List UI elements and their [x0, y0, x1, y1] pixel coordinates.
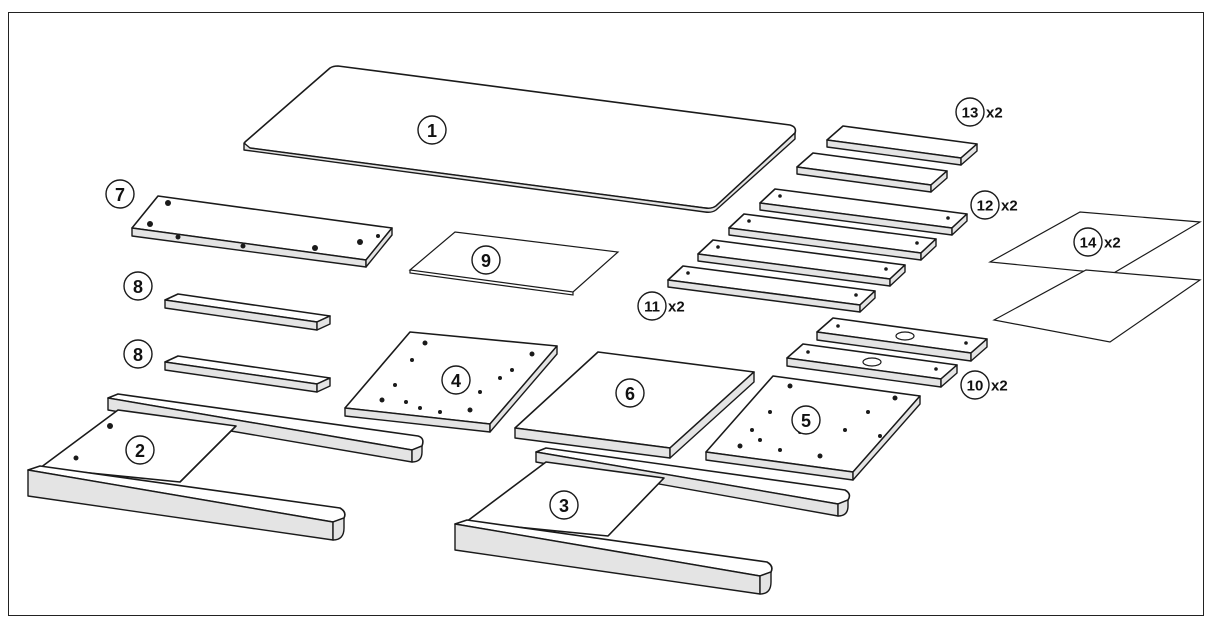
callout-2: 2 [125, 435, 155, 465]
part-12-slat-a [759, 188, 968, 236]
callout-10: 10 x2 [960, 370, 1008, 400]
callout-5: 5 [791, 405, 821, 435]
svg-text:11: 11 [644, 299, 660, 316]
svg-text:1: 1 [427, 121, 437, 141]
callout-1: 1 [417, 115, 447, 145]
part-12-slat-b [728, 213, 937, 261]
svg-text:10: 10 [967, 378, 984, 395]
callout-6: 6 [615, 378, 645, 408]
svg-text:12: 12 [977, 198, 994, 215]
callout-9: 9 [471, 245, 501, 275]
svg-text:x2: x2 [1001, 198, 1018, 215]
svg-text:2: 2 [135, 441, 145, 461]
part-11-slat-a [697, 239, 906, 287]
callout-13: 13 x2 [955, 97, 1003, 127]
callout-7: 7 [105, 179, 135, 209]
svg-text:6: 6 [625, 384, 635, 404]
svg-text:x2: x2 [668, 299, 685, 316]
callout-3: 3 [549, 490, 579, 520]
svg-text:3: 3 [559, 496, 569, 516]
callout-8-lower: 8 [123, 339, 153, 369]
part-13-board-a [826, 125, 978, 166]
callout-14: 14 x2 [1073, 227, 1121, 257]
svg-text:4: 4 [451, 371, 461, 391]
part-14-sheet-b [992, 269, 1202, 343]
svg-text:9: 9 [481, 251, 491, 271]
part-8-bar-lower [164, 355, 331, 393]
svg-text:x2: x2 [991, 378, 1008, 395]
svg-text:13: 13 [962, 105, 979, 122]
callout-12: 12 x2 [970, 190, 1018, 220]
part-8-bar-upper [164, 293, 331, 331]
callout-11: 11 x2 [637, 291, 685, 321]
part-10-slat-b [786, 343, 958, 388]
svg-text:x2: x2 [986, 105, 1003, 122]
part-1-tabletop [243, 65, 797, 213]
part-13-board-b [796, 152, 948, 193]
callout-8-upper: 8 [123, 271, 153, 301]
svg-text:5: 5 [801, 411, 811, 431]
svg-text:8: 8 [133, 277, 143, 297]
svg-text:14: 14 [1080, 235, 1097, 252]
part-10-slat-a [816, 317, 988, 362]
part-7-rail [131, 195, 393, 268]
svg-text:x2: x2 [1104, 235, 1121, 252]
part-11-slat-b [667, 265, 876, 313]
callout-4: 4 [441, 365, 471, 395]
part-9-panel [408, 231, 620, 296]
svg-text:8: 8 [133, 345, 143, 365]
part-3-frame [454, 447, 851, 595]
svg-text:7: 7 [115, 185, 125, 205]
